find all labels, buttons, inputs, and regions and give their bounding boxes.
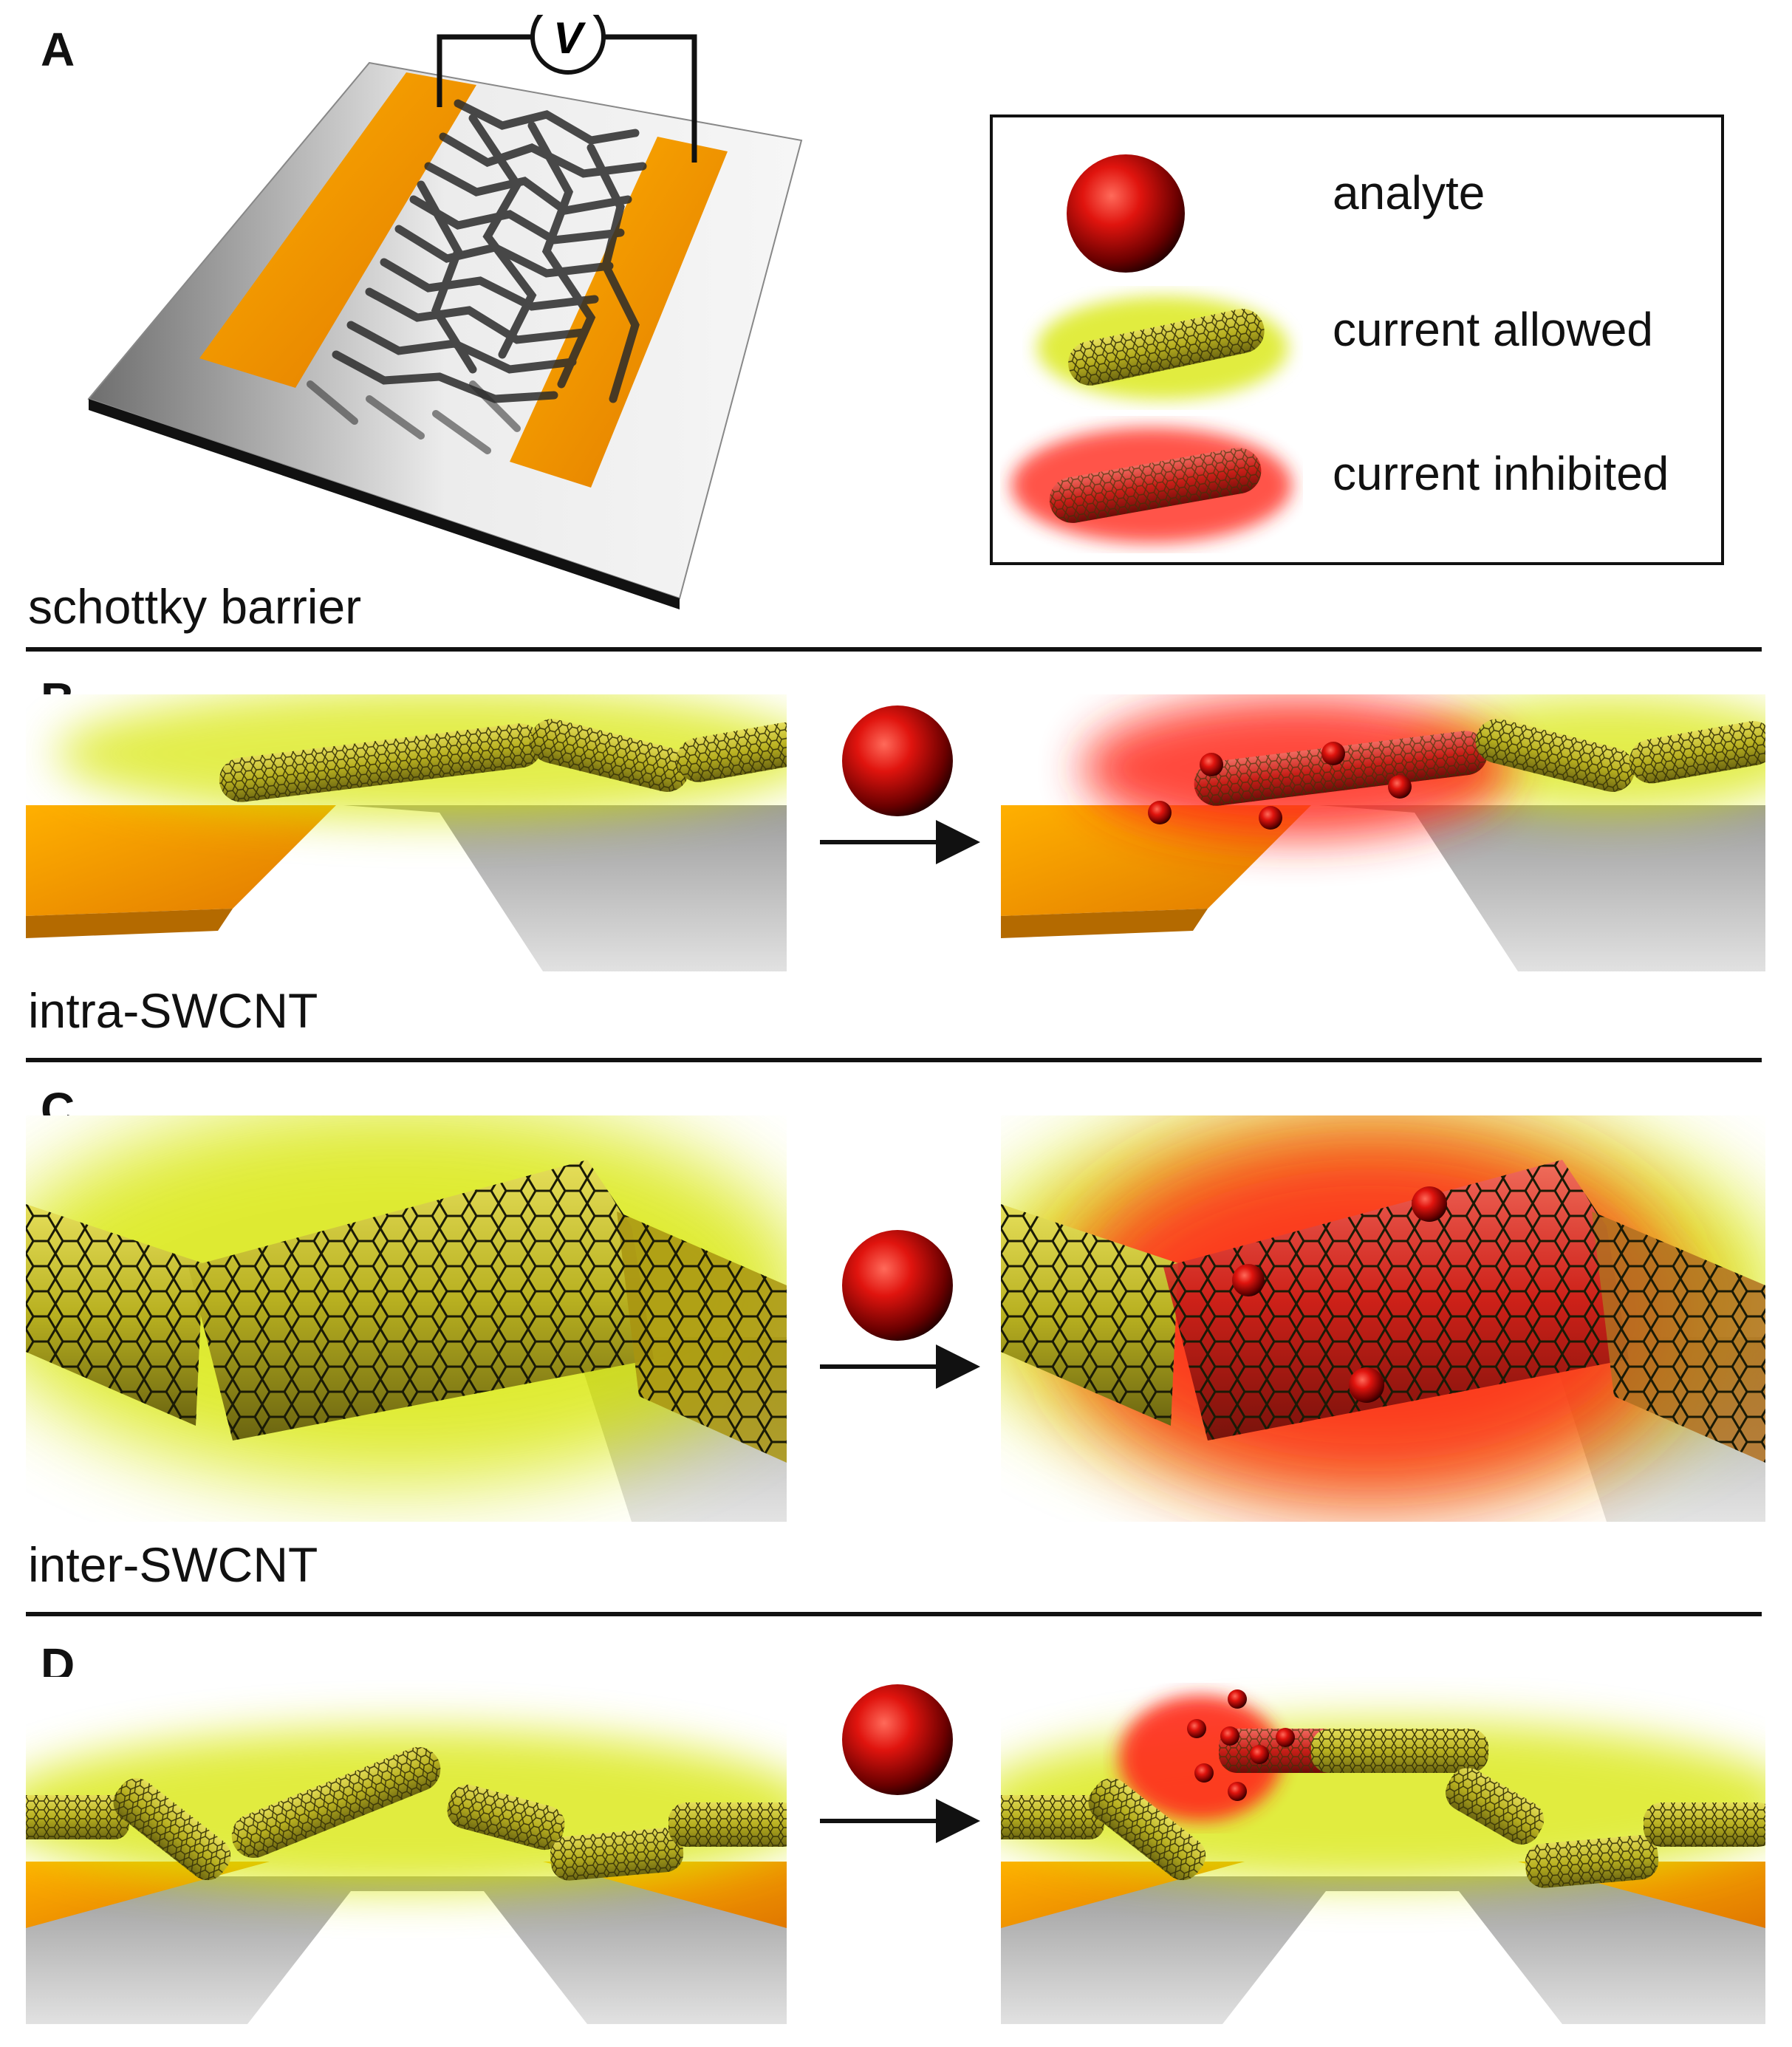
panel-c-after [1001,1115,1765,1522]
analyte-particles [1148,742,1412,830]
panel-b-before [26,694,787,971]
legend: analyte current allowed current inhibite… [990,115,1724,565]
panel-b-caption: intra-SWCNT [28,983,318,1038]
legend-item-analyte: analyte [1333,166,1485,219]
analyte-particles [1187,1689,1295,1801]
divider-3 [26,1612,1762,1616]
panel-b-transition [820,705,980,864]
divider-2 [26,1058,1762,1062]
legend-item-current-inhibited: current inhibited [1333,447,1669,500]
panel-c-before [26,1115,787,1522]
voltmeter-symbol: V [553,15,586,63]
right-electrode [510,137,728,488]
nanotube-network [332,99,647,403]
circuit-wire [437,34,532,107]
voltmeter-icon [530,15,606,75]
left-electrode [199,72,476,388]
analyte-sphere-icon [842,1230,953,1341]
analyte-particles [1232,1186,1447,1403]
analyte-sphere-icon [842,705,953,816]
nanotube-chain [219,719,787,802]
nanotube-icon [1037,296,1288,400]
panel-d-after [1001,1677,1765,2024]
analyte-sphere-icon [1067,154,1185,273]
analyte-sphere-icon [842,1684,953,1795]
nanotube-junction [26,1160,787,1463]
panel-d-before [26,1677,787,2024]
device-schematic: V [87,15,803,609]
panel-a-caption: schottky barrier [28,579,362,634]
nanotube-inhibited-icon [1011,428,1292,543]
panel-c-caption: inter-SWCNT [28,1537,318,1592]
panel-a-label: A [41,23,75,76]
panel-d-transition [820,1684,980,1843]
legend-item-current-allowed: current allowed [1333,303,1653,356]
panel-b-after [1001,694,1765,971]
panel-c-transition [820,1230,980,1389]
divider-1 [26,647,1762,652]
nanotube-network [26,1747,787,1881]
